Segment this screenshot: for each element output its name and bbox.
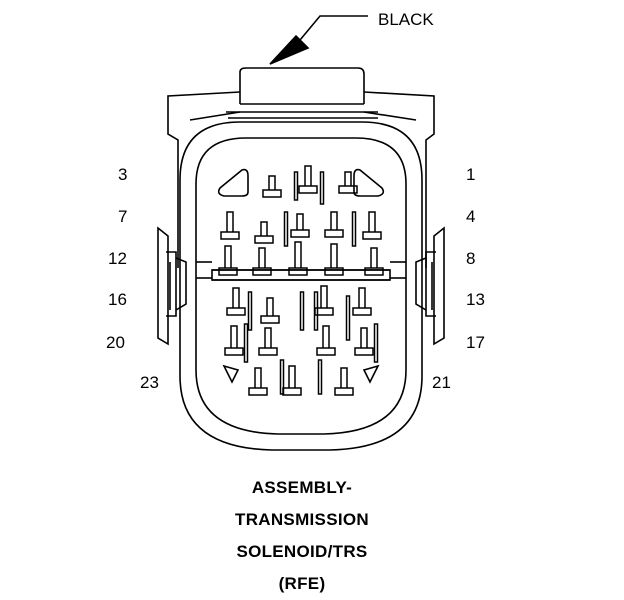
terminal-cavity [262,175,282,198]
terminal-cavity [220,211,240,240]
terminal-cavity [290,213,310,238]
cavity-divider [345,295,351,341]
right-shoulder [363,91,435,268]
terminal-cavity [298,165,318,194]
cavity-divider [283,211,289,247]
key-triangle-bottom-right [362,364,380,384]
terminal-cavity [224,325,244,356]
pin-label-4: 4 [466,207,475,226]
housing-outline [179,121,423,451]
terminal-cavity [288,241,308,276]
pin-label-13: 13 [466,290,485,309]
pin-label-20: 20 [106,333,125,352]
cavity-divider [319,171,325,205]
color-callout [269,15,368,65]
terminal-cavities [218,165,384,396]
key-triangle-top-right [353,168,385,197]
pin-label-21: 21 [432,373,451,392]
terminal-cavity [248,367,268,396]
terminal-cavity [334,367,354,396]
pin-label-1: 1 [466,165,475,184]
left-shoulder [167,91,241,268]
terminal-cavity [282,365,302,396]
cavity-face [195,137,407,435]
cavity-divider [243,323,249,363]
pin-label-16: 16 [108,290,127,309]
top-latch [239,67,365,104]
pin-label-7: 7 [118,207,127,226]
wire-color-label: BLACK [378,10,434,29]
terminal-cavity [258,327,278,356]
cavity-divider [313,291,319,331]
terminal-cavity [362,211,382,240]
terminal-cavity [364,247,384,276]
terminal-cavity [338,171,358,194]
caption-line-3: SOLENOID/TRS [236,542,368,561]
cavity-divider [373,323,379,363]
key-triangle-bottom-left [222,364,240,384]
caption-line-2: TRANSMISSION [235,510,369,529]
callout-arrowhead [269,34,310,65]
pin-label-12: 12 [108,249,127,268]
pin-label-3: 3 [118,165,127,184]
cavity-divider [247,291,253,331]
pin-label-17: 17 [466,333,485,352]
terminal-cavity [324,243,344,276]
pin-label-23: 23 [140,373,159,392]
terminal-cavity [254,221,274,244]
pin-label-8: 8 [466,249,475,268]
cavity-divider [299,291,305,331]
terminal-cavity [226,287,246,316]
cavity-divider [317,359,323,395]
caption-line-4: (RFE) [278,574,326,593]
terminal-cavity [260,297,280,324]
terminal-cavity [218,245,238,276]
terminal-cavity [316,325,336,356]
cavity-divider [279,359,285,395]
key-triangle-top-left [217,168,249,197]
terminal-cavity [354,327,374,356]
terminal-cavity [252,247,272,276]
cavity-divider [293,171,299,201]
terminal-cavity [352,287,372,316]
terminal-cavity [324,211,344,238]
caption-line-1: ASSEMBLY- [251,478,353,497]
cavity-divider [351,211,357,247]
